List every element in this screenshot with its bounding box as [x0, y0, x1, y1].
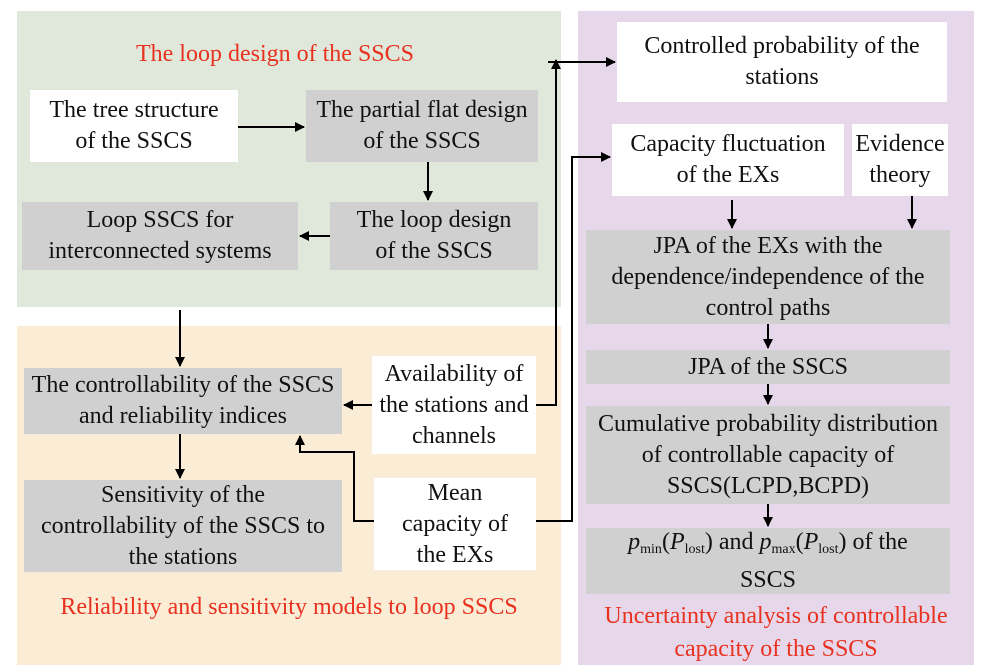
pmin-pmax-text: pmin(Plost) and pmax(Plost) of the SSCS	[628, 528, 908, 593]
evidence-theory-box: Evidence theory	[852, 124, 948, 196]
partial-flat-design-box: The partial flat design of the SSCS	[306, 90, 538, 162]
capacity-fluctuation-box: Capacity fluctuation of the EXs	[612, 124, 844, 196]
pmin-pmax-box: pmin(Plost) and pmax(Plost) of the SSCS	[586, 528, 950, 594]
loop-design-box: The loop design of the SSCS	[330, 202, 538, 270]
mean-capacity-box: Mean capacity of the EXs	[374, 478, 536, 570]
arrow-mean-to-fluctuation	[536, 152, 611, 522]
controlled-probability-box: Controlled probability of the stations	[617, 22, 947, 102]
loop-design-title: The loop design of the SSCS	[135, 41, 414, 67]
sensitivity-box: Sensitivity of the controllability of th…	[24, 480, 342, 572]
uncertainty-title: Uncertainty analysis of controllable cap…	[604, 603, 948, 662]
tree-structure-box: The tree structure of the SSCS	[30, 90, 238, 162]
controllability-box: The controllability of the SSCS and reli…	[24, 368, 342, 434]
arrow-mean-to-controllability	[295, 435, 374, 522]
availability-box: Availability of the stations and channel…	[372, 356, 536, 454]
arrow-availability-to-trunk	[536, 59, 561, 406]
loop-interconnected-box: Loop SSCS for interconnected systems	[22, 202, 298, 270]
reliability-title: Reliability and sensitivity models to lo…	[60, 594, 518, 620]
jpa-exs-box: JPA of the EXs with the dependence/indep…	[586, 230, 950, 324]
cumulative-distribution-box: Cumulative probability distribution of c…	[586, 406, 950, 504]
jpa-sscs-box: JPA of the SSCS	[586, 350, 950, 384]
